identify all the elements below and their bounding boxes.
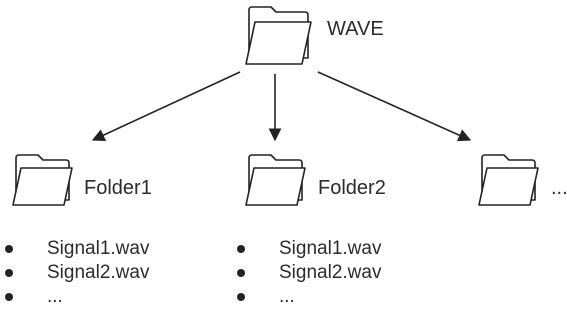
file-name: ... (279, 286, 295, 307)
arrow-to-folder1 (91, 71, 241, 141)
file-name: Signal2.wav (279, 262, 382, 283)
bullet-icon (237, 269, 245, 277)
folder2-file-list: Signal1.wav Signal2.wav ... (237, 237, 381, 309)
arrow-to-folder3 (317, 71, 472, 142)
folder1-file-list: Signal1.wav Signal2.wav ... (5, 237, 149, 309)
list-item: ... (5, 285, 149, 309)
folder1-icon (12, 154, 73, 206)
list-item: ... (237, 285, 381, 309)
bullet-icon (237, 245, 245, 253)
list-item: Signal1.wav (5, 237, 149, 261)
list-item: Signal1.wav (237, 237, 381, 261)
bullet-icon (5, 269, 13, 277)
folder2-label: Folder2 (318, 177, 386, 199)
folder1-label: Folder1 (84, 177, 152, 199)
file-name: Signal1.wav (279, 238, 382, 259)
list-item: Signal2.wav (237, 261, 381, 285)
folder3-icon (478, 154, 539, 206)
folder2-icon (245, 154, 306, 206)
root-folder-label: WAVE (327, 18, 384, 40)
bullet-icon (5, 245, 13, 253)
bullet-icon (5, 293, 13, 301)
file-name: ... (47, 286, 63, 307)
list-item: Signal2.wav (5, 261, 149, 285)
root-folder-icon (245, 6, 312, 65)
file-name: Signal1.wav (47, 238, 150, 259)
file-name: Signal2.wav (47, 262, 150, 283)
folder3-label: ... (551, 177, 567, 199)
bullet-icon (237, 293, 245, 301)
